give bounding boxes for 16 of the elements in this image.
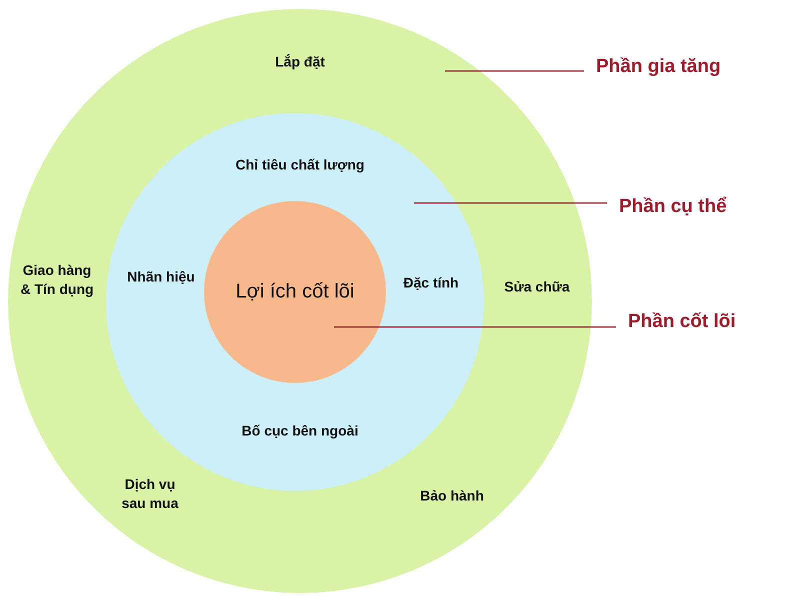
ring-label: Bảo hành	[419, 486, 485, 506]
leader-line	[445, 70, 584, 72]
ring-label: Nhãn hiệu	[126, 268, 196, 286]
callout-label: Phần cốt lõi	[628, 311, 736, 333]
ring-label: Sửa chữa	[503, 278, 571, 296]
ring-label: Chỉ tiêu chất lượng	[234, 156, 366, 174]
leader-line	[334, 326, 616, 328]
ring-label: Lợi ích cốt lõi	[234, 280, 356, 304]
leader-line	[414, 202, 607, 204]
ring-label: Dịch vụ sau mua	[120, 475, 180, 513]
callout-label: Phần gia tăng	[596, 56, 721, 78]
callout-label: Phần cụ thể	[619, 196, 727, 218]
ring-label: Lắp đặt	[274, 52, 326, 72]
ring-label: Đặc tính	[402, 274, 460, 292]
ring-label: Giao hàng & Tín dụng	[20, 261, 94, 299]
ring-label: Bố cục bên ngoài	[240, 422, 360, 440]
